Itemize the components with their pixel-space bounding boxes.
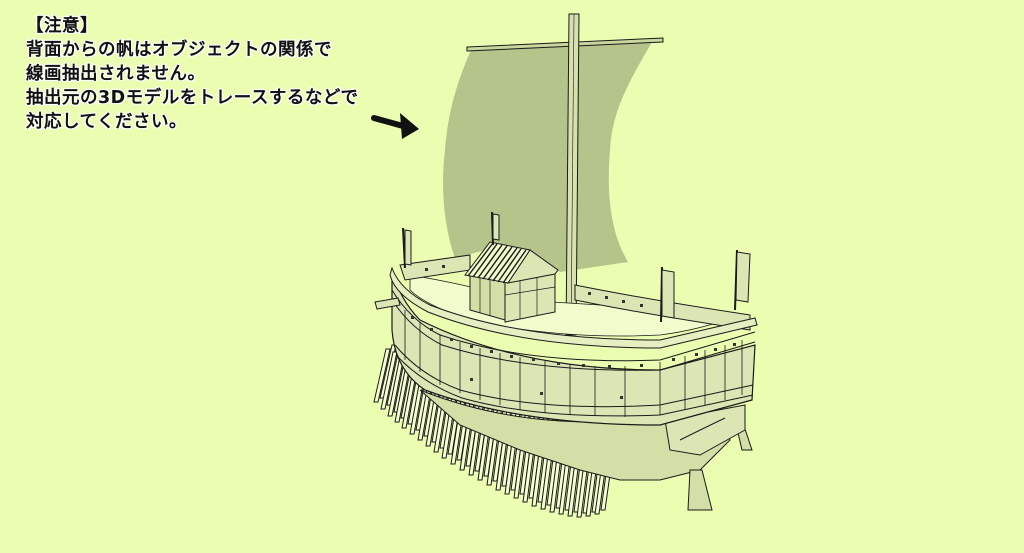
yard <box>466 37 664 52</box>
hull-wall <box>391 269 756 426</box>
arrow-icon <box>371 113 419 139</box>
rudder <box>687 469 713 511</box>
top-rail <box>389 266 758 349</box>
bow-beam <box>374 297 401 310</box>
flags <box>402 211 751 323</box>
note-line-3: 抽出元の3Dモデルをトレースするなどで <box>26 88 359 108</box>
sail <box>443 42 652 272</box>
note-heading: 【注意】 <box>26 16 98 36</box>
cabin <box>464 241 559 323</box>
note-line-2: 線画抽出されません。 <box>26 64 206 84</box>
hull-ports <box>411 316 736 399</box>
hull-panels <box>404 310 743 417</box>
note-line-1: 背面からの帆はオブジェクトの関係で <box>26 40 332 60</box>
note-line-4: 対応してください。 <box>26 112 187 132</box>
caution-note: 【注意】 背面からの帆はオブジェクトの関係で 線画抽出されません。 抽出元の3D… <box>26 14 358 134</box>
